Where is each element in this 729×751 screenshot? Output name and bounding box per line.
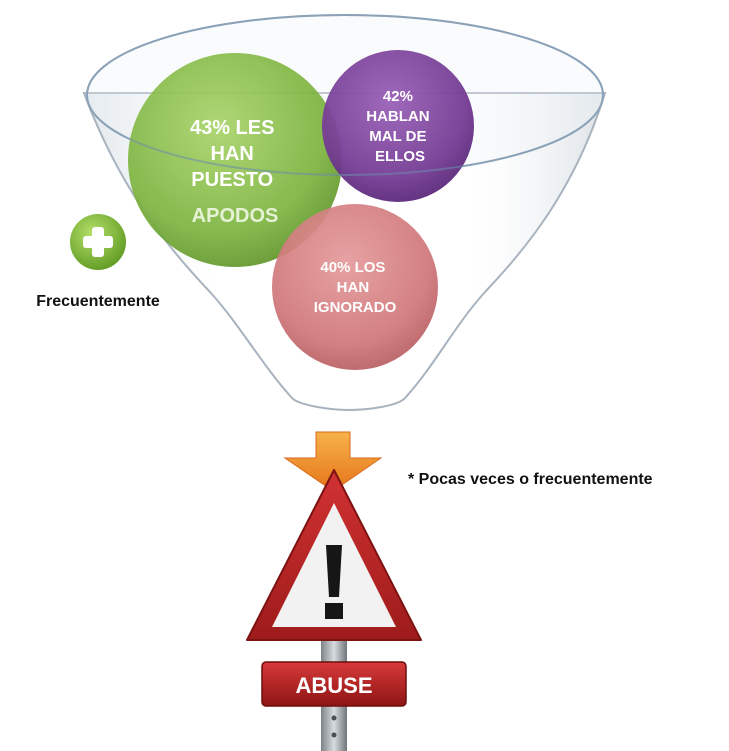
bubble-ignorado-text: 40% LOS HAN IGNORADO bbox=[314, 259, 397, 316]
footnote: * Pocas veces o frecuentemente bbox=[408, 471, 653, 488]
bubble-hablan: 42% HABLAN MAL DE ELLOS bbox=[322, 50, 474, 202]
bubble-apodos-line-3: PUESTO bbox=[191, 169, 273, 191]
bubble-apodos-line-1: 43% LES bbox=[190, 117, 274, 139]
bubble-ignorado-line-2: HAN bbox=[337, 279, 370, 296]
bubble-apodos: 43% LES HAN PUESTO APODOS bbox=[128, 53, 342, 267]
down-arrow-icon bbox=[283, 431, 383, 492]
warning-triangle-icon bbox=[246, 469, 422, 641]
bubble-ignorado-line-1: 40% LOS bbox=[320, 259, 385, 276]
plus-circle-icon bbox=[70, 214, 126, 270]
bubble-apodos-line-2: HAN bbox=[211, 143, 254, 165]
funnel-rim-front bbox=[86, 14, 604, 176]
abuse-banner: ABUSE bbox=[261, 661, 407, 707]
bubble-hablan-line-4: ELLOS bbox=[375, 148, 425, 165]
bubble-apodos-line-4: APODOS bbox=[192, 205, 279, 227]
legend-label: Frecuentemente bbox=[36, 293, 160, 310]
bubble-hablan-line-3: MAL DE bbox=[369, 128, 426, 145]
bubble-hablan-line-1: 42% bbox=[383, 88, 413, 105]
bubble-ignorado-line-3: IGNORADO bbox=[314, 299, 397, 316]
warning-sign: ABUSE bbox=[246, 469, 422, 751]
bubble-hablan-line-2: HABLAN bbox=[366, 108, 429, 125]
abuse-label: ABUSE bbox=[295, 673, 372, 698]
bubble-ignorado: 40% LOS HAN IGNORADO bbox=[272, 204, 438, 370]
bubble-apodos-text: 43% LES HAN PUESTO APODOS bbox=[190, 117, 280, 227]
bubble-hablan-text: 42% HABLAN MAL DE ELLOS bbox=[366, 88, 434, 165]
legend: Frecuentemente bbox=[36, 214, 160, 310]
